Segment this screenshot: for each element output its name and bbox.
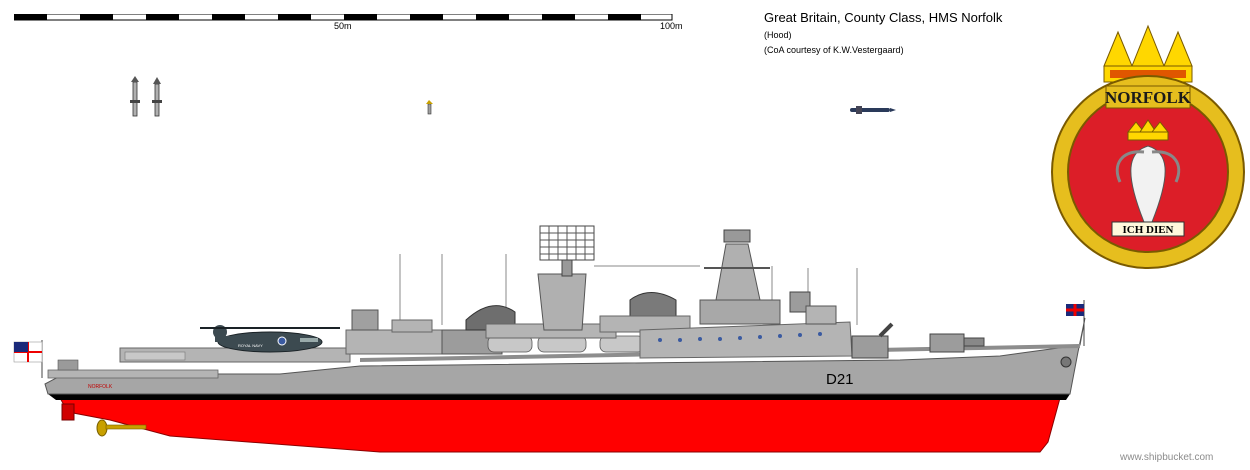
bow-anchor bbox=[1060, 356, 1072, 368]
bridge bbox=[699, 299, 781, 325]
crest-name: NORFOLK bbox=[1105, 88, 1192, 107]
propeller bbox=[96, 419, 147, 437]
seaslug-director bbox=[351, 309, 379, 331]
stern-name: NORFOLK bbox=[88, 384, 113, 390]
portholes bbox=[658, 332, 822, 342]
motto-scroll bbox=[1111, 221, 1185, 237]
union-jack-bow bbox=[1066, 300, 1085, 346]
scale-label-50m: 50m bbox=[334, 21, 352, 31]
drawing-subtitle: (Hood) bbox=[764, 30, 792, 40]
white-ensign-stern bbox=[13, 340, 43, 378]
helicopter bbox=[200, 325, 340, 353]
boot-topping bbox=[48, 394, 1070, 400]
pennant-number: D21 bbox=[826, 371, 854, 388]
scale-label-100m: 100m bbox=[660, 21, 683, 31]
rigging bbox=[399, 254, 858, 325]
ship-crest: NORFOLK ICH DIEN bbox=[1051, 24, 1245, 269]
watermark: www.shipbucket.com bbox=[1120, 452, 1214, 463]
exocet-missile-detail bbox=[850, 106, 896, 114]
seaslug-missiles-detail bbox=[130, 76, 162, 117]
drawing-title: Great Britain, County Class, HMS Norfolk bbox=[764, 10, 1003, 25]
naval-crown bbox=[1103, 24, 1193, 83]
rudder bbox=[61, 403, 75, 421]
forward-gun-turret bbox=[851, 322, 894, 359]
quarterdeck bbox=[47, 369, 219, 379]
seacat-missile-detail bbox=[426, 100, 433, 115]
helicopter-marking: ROYAL NAVY bbox=[238, 343, 263, 348]
underwater-hull bbox=[59, 397, 1061, 453]
main-mast-tower bbox=[537, 273, 587, 331]
drawing-credit: (CoA courtesy of K.W.Vestergaard) bbox=[764, 45, 904, 55]
foremast-tower bbox=[715, 243, 761, 301]
crest-motto: ICH DIEN bbox=[1122, 224, 1173, 236]
coronet bbox=[1126, 119, 1170, 141]
crest-name-box bbox=[1105, 85, 1191, 109]
foremast-top bbox=[723, 229, 751, 243]
feathers-emblem bbox=[1115, 145, 1181, 223]
exocet-launchers bbox=[929, 333, 985, 353]
scale-bar bbox=[14, 14, 673, 21]
stern-davit bbox=[57, 359, 79, 371]
gun-director bbox=[789, 291, 811, 313]
